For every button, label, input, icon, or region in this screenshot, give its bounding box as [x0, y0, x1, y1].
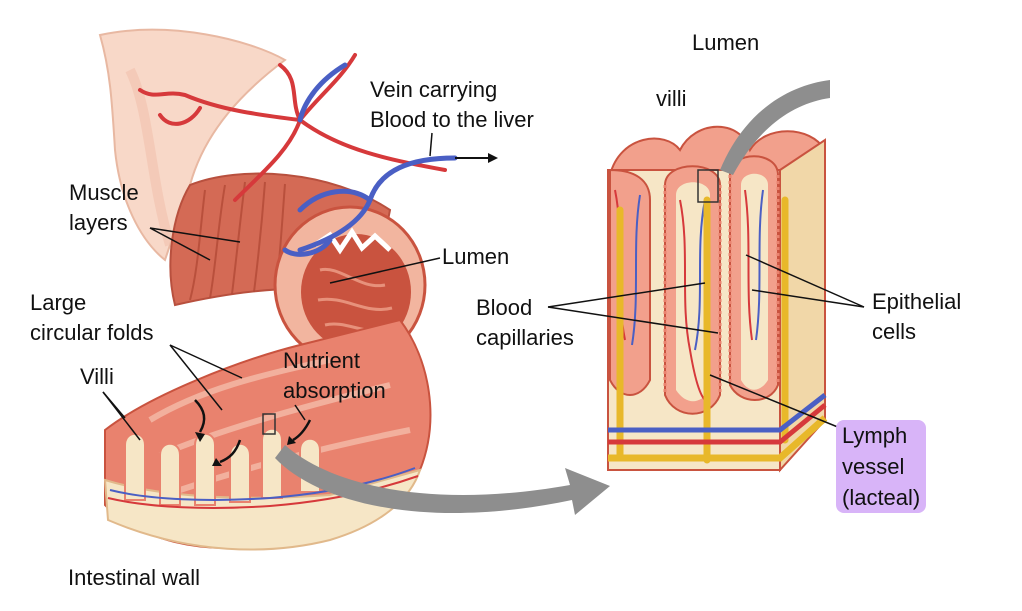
leader-lines: [102, 132, 865, 441]
absorption-arrows: [194, 399, 312, 464]
label-lymph-vessel: Lymph vessel (lacteal): [836, 420, 927, 513]
blood-vessels-artery: [138, 53, 447, 202]
label-intestinal-wall: Intestinal wall: [68, 565, 201, 590]
label-large-circular-folds: Large circular folds: [30, 290, 154, 345]
label-blood-capillaries: Blood capillaries: [476, 295, 574, 350]
zoom-marker-left: [262, 413, 276, 435]
magnify-arrow-bottom: [275, 445, 610, 515]
blood-vessels-vein: [282, 62, 458, 257]
intestine-outer-tube: [98, 28, 287, 262]
label-nutrient-absorption: Nutrient absorption: [283, 348, 386, 403]
label-villi-left: Villi: [80, 364, 114, 389]
label-epithelial-cells: Epithelial cells: [872, 289, 962, 344]
villi-block: [607, 125, 828, 473]
base-vessels: [608, 393, 828, 462]
label-lumen-left: Lumen: [442, 244, 510, 269]
magnify-arrow-top: [720, 80, 830, 175]
intestine-lumen-left: [301, 234, 411, 350]
zoom-marker-right: [697, 169, 719, 203]
label-lumen-right: Lumen: [692, 30, 760, 55]
label-villi-right: villi: [656, 86, 687, 111]
label-muscle-layers: Muscle layers: [69, 180, 139, 235]
label-vein: Vein carrying Blood to the liver: [370, 77, 534, 132]
